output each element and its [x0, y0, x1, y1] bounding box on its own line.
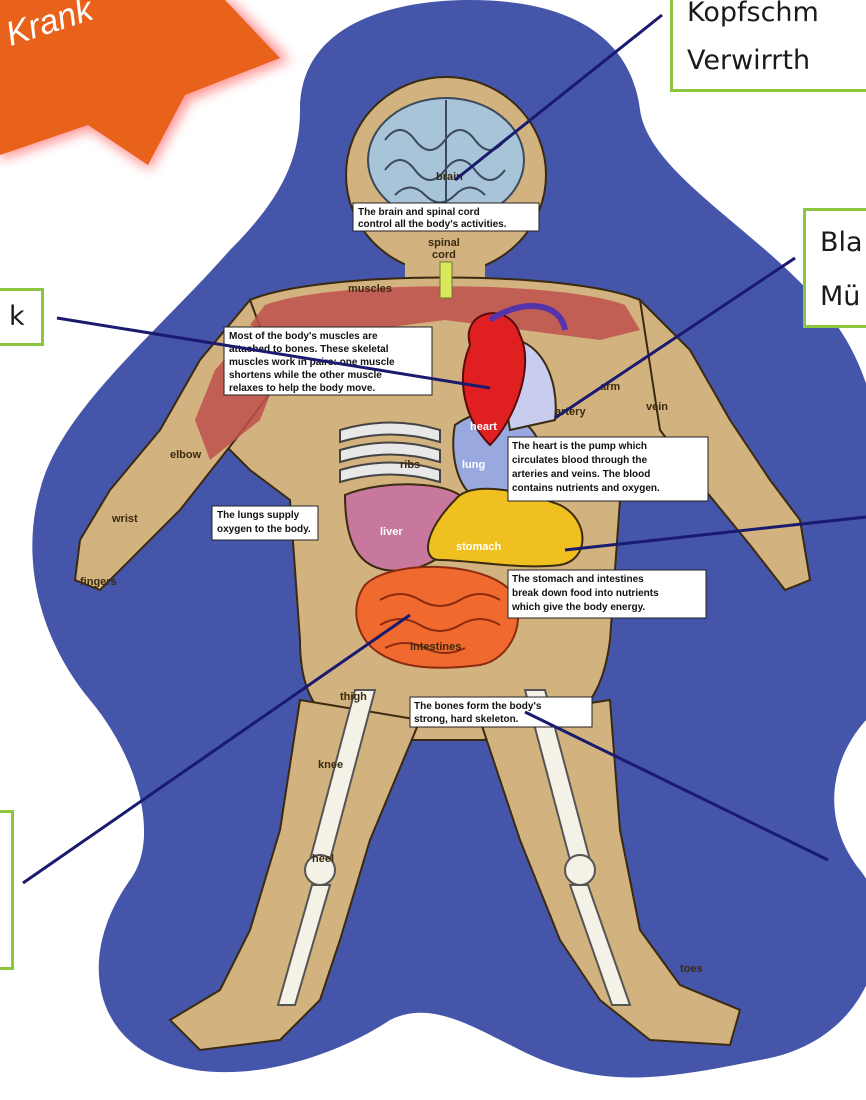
caption-lungs-line: The lungs supply	[217, 510, 300, 521]
caption-heart-line: The heart is the pump which	[512, 441, 647, 452]
callout-top-right-line-2: Verwirrth	[687, 45, 810, 76]
caption-muscles-line: Most of the body's muscles are	[229, 331, 378, 342]
callout-top-right: Kopfschm Verwirrth	[670, 0, 866, 92]
callout-left-upper-line: k	[9, 301, 25, 332]
caption-brain-line: control all the body's activities.	[358, 219, 507, 230]
caption-heart: The heart is the pump which circulates b…	[508, 437, 708, 501]
caption-heart-line: circulates blood through the	[512, 455, 647, 466]
label-lung: lung	[462, 459, 485, 471]
callout-mid-right: Bla Mü	[803, 208, 866, 328]
label-elbow: elbow	[170, 449, 202, 461]
caption-heart-line: contains nutrients and oxygen.	[512, 483, 660, 494]
callout-top-right-line-1: Kopfschm	[687, 0, 819, 28]
label-knee: knee	[318, 759, 343, 771]
callout-mid-right-line-2: Mü	[820, 281, 860, 312]
caption-muscles-line: shortens while the other muscle	[229, 370, 382, 381]
caption-bones-line: strong, hard skeleton.	[414, 714, 519, 725]
ribs-shape	[340, 423, 440, 483]
label-intestines: intestines	[410, 641, 461, 653]
label-spinal: spinal	[428, 237, 460, 249]
caption-stomach-line: which give the body energy.	[511, 602, 645, 613]
callout-left-lower	[0, 810, 14, 970]
label-stomach: stomach	[456, 541, 502, 553]
caption-brain-line: The brain and spinal cord	[358, 207, 480, 218]
label-wrist: wrist	[111, 513, 138, 525]
caption-bones: The bones form the body's strong, hard s…	[410, 697, 592, 727]
label-heart: heart	[470, 421, 497, 433]
spinal-cord-shape	[440, 262, 452, 298]
label-cord: cord	[432, 249, 456, 261]
caption-lungs: The lungs supply oxygen to the body.	[212, 506, 318, 540]
label-liver: liver	[380, 526, 403, 538]
caption-brain: The brain and spinal cord control all th…	[353, 203, 539, 231]
caption-stomach: The stomach and intestines break down fo…	[508, 570, 706, 618]
caption-heart-line: arteries and veins. The blood	[512, 469, 650, 480]
caption-lungs-line: oxygen to the body.	[217, 524, 311, 535]
caption-muscles-line: relaxes to help the body move.	[229, 383, 375, 394]
caption-stomach-line: break down food into nutrients	[512, 588, 659, 599]
caption-stomach-line: The stomach and intestines	[512, 574, 644, 585]
label-heel: heel	[312, 853, 334, 865]
callout-left-upper: k	[0, 288, 44, 346]
label-fingers: fingers	[80, 576, 117, 588]
star-badge: Krank	[0, 0, 290, 170]
label-vein: vein	[646, 401, 668, 413]
callout-mid-right-line-1: Bla	[820, 227, 863, 258]
label-ribs: ribs	[400, 459, 420, 471]
label-muscles: muscles	[348, 283, 392, 295]
label-toes: toes	[680, 963, 703, 975]
label-thigh: thigh	[340, 691, 367, 703]
caption-bones-line: The bones form the body's	[414, 701, 542, 712]
